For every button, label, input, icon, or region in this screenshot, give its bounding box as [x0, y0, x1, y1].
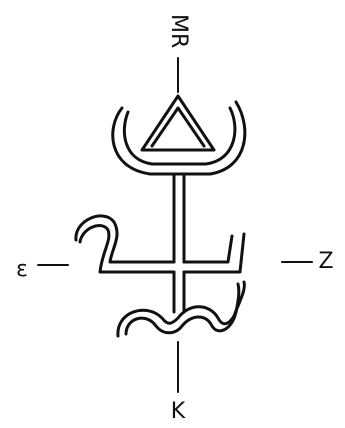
crescent-inner [124, 108, 235, 164]
label-right: Z [318, 249, 333, 274]
label-top: MR [166, 14, 191, 48]
inner-triangle-inner [152, 108, 204, 146]
label-left: ε [16, 257, 28, 282]
right-bar [184, 236, 232, 262]
left-hook-inner [80, 226, 174, 272]
inner-triangle [142, 96, 214, 150]
right-bar-inner [184, 234, 244, 272]
left-hook [76, 216, 174, 262]
label-bottom: K [171, 399, 186, 424]
